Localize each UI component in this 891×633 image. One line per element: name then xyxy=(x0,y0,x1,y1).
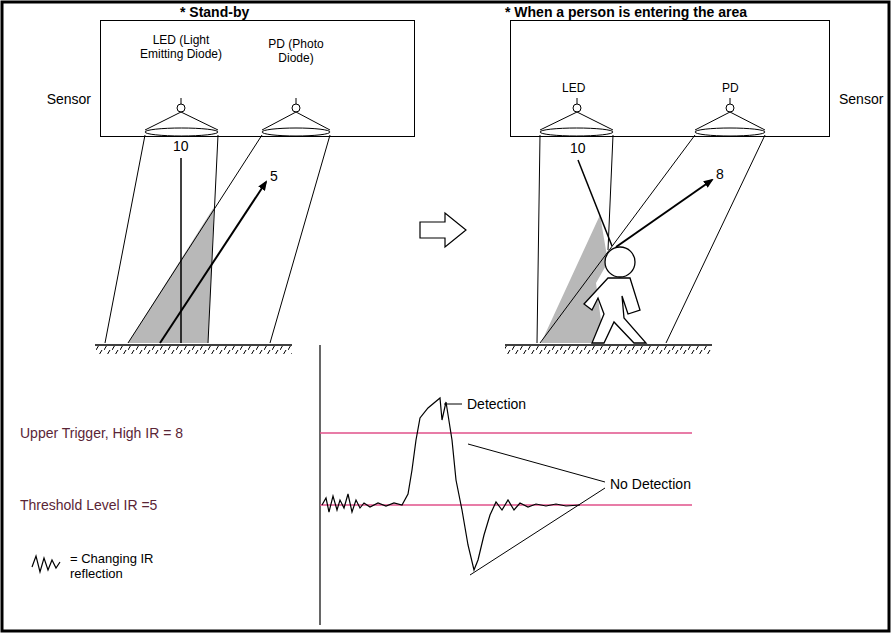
callout-number: 8 xyxy=(716,166,724,182)
annotation: No Detection xyxy=(610,476,691,492)
callout-number: 10 xyxy=(173,138,189,154)
annotation: Detection xyxy=(467,396,526,412)
component-label: PD (Photo Diode) xyxy=(250,38,342,66)
component-label: PD xyxy=(722,82,739,96)
callout-number: 5 xyxy=(270,168,278,184)
panel-heading: * When a person is entering the area xyxy=(505,4,747,20)
axis-level-label: Threshold Level IR =5 xyxy=(20,497,157,513)
component-label: LED (Light Emitting Diode) xyxy=(135,34,227,62)
panel-heading: * Stand-by xyxy=(180,4,249,20)
component-label: LED xyxy=(562,82,585,96)
sensor-housing: Sensor xyxy=(100,20,415,137)
legend-note: = Changing IR reflection xyxy=(70,552,190,582)
callout-number: 10 xyxy=(570,140,586,156)
sensor-housing: Sensor xyxy=(510,20,830,137)
sensor-label: Sensor xyxy=(839,91,883,107)
sensor-label: Sensor xyxy=(47,91,91,107)
axis-level-label: Upper Trigger, High IR = 8 xyxy=(20,425,183,441)
